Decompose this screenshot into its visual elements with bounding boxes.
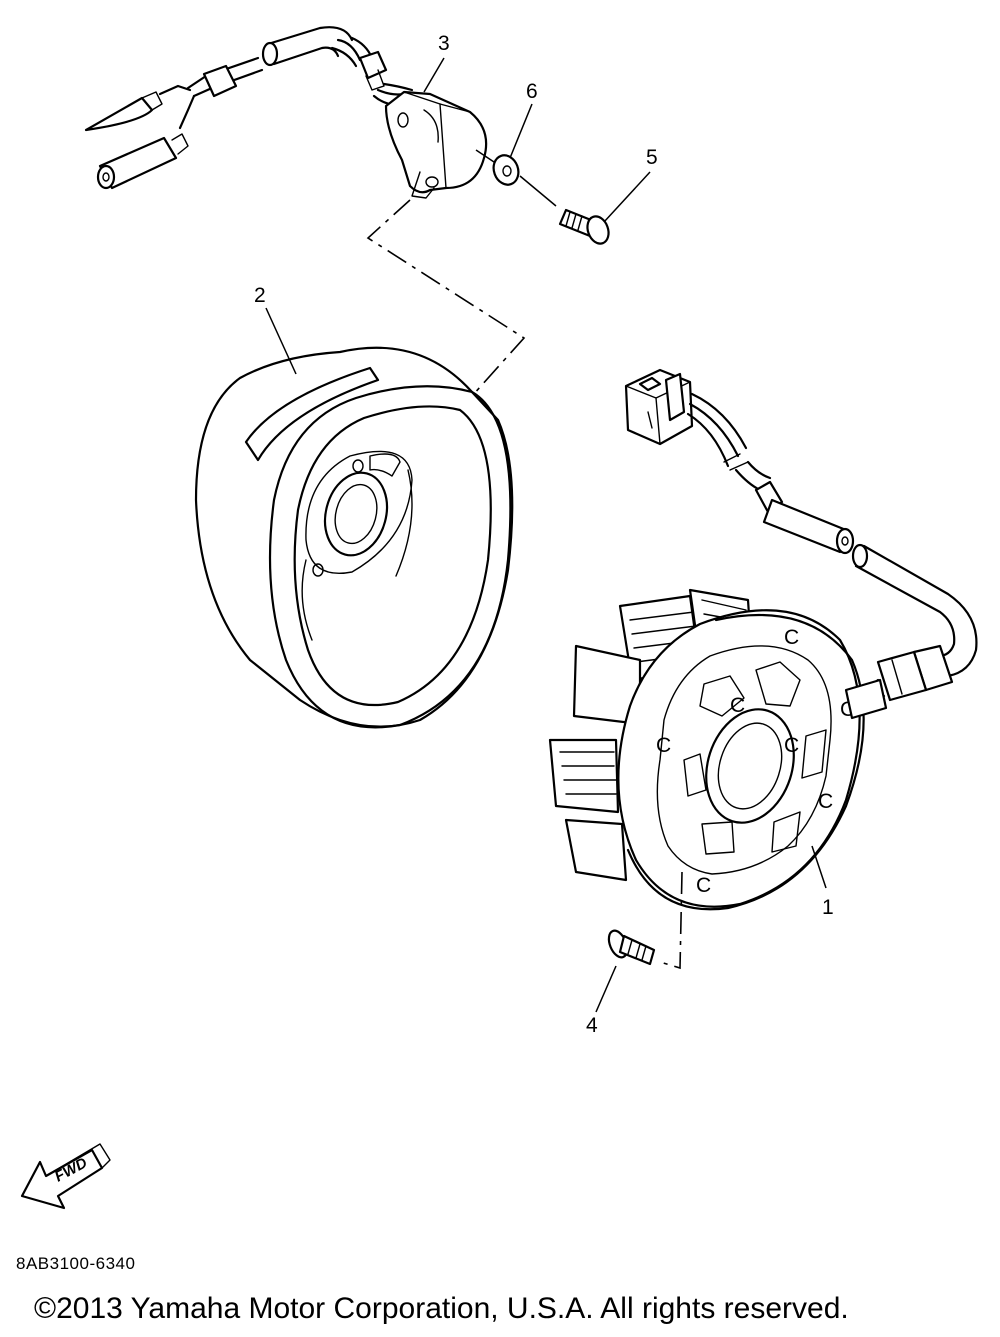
stator-mark: C — [696, 874, 711, 897]
callout-number: 3 — [438, 32, 450, 55]
callout-number: 2 — [254, 284, 266, 307]
callout-3: 3 — [423, 32, 450, 93]
callout-number: 5 — [646, 146, 658, 169]
stator-mark: C — [818, 790, 833, 813]
callout-number: 1 — [822, 896, 834, 919]
pickup-coil-assembly — [84, 26, 488, 199]
stator-mark: C — [784, 734, 799, 757]
flywheel-rotor — [194, 346, 514, 729]
stator-assembly: C C C C C C C — [548, 588, 888, 911]
stator-mark: C — [730, 694, 745, 717]
callout-number: 6 — [526, 80, 538, 103]
callout-number: 4 — [586, 1014, 598, 1037]
callout-6: 6 — [509, 80, 538, 159]
assembly-line-stator-screw — [659, 871, 683, 970]
washer — [492, 154, 520, 186]
stator-mark: C — [784, 626, 799, 649]
assembly-line-screw — [519, 175, 557, 207]
forward-direction-arrow-icon: FWD — [20, 1143, 111, 1210]
assembly-line-washer — [475, 149, 495, 163]
callout-5: 5 — [603, 146, 658, 223]
diagram-part-code: 8AB3100-6340 — [16, 1254, 136, 1273]
callout-2: 2 — [254, 284, 297, 375]
stator-mark: C — [656, 734, 671, 757]
pan-head-screw — [558, 208, 610, 245]
callout-4: 4 — [586, 965, 617, 1037]
assembly-line-pickup — [366, 199, 526, 397]
callout-1: 1 — [811, 845, 834, 919]
flat-head-screw — [607, 929, 656, 966]
stator-wiring — [624, 368, 978, 708]
copyright-notice: ©2013 Yamaha Motor Corporation, U.S.A. A… — [34, 1292, 849, 1325]
